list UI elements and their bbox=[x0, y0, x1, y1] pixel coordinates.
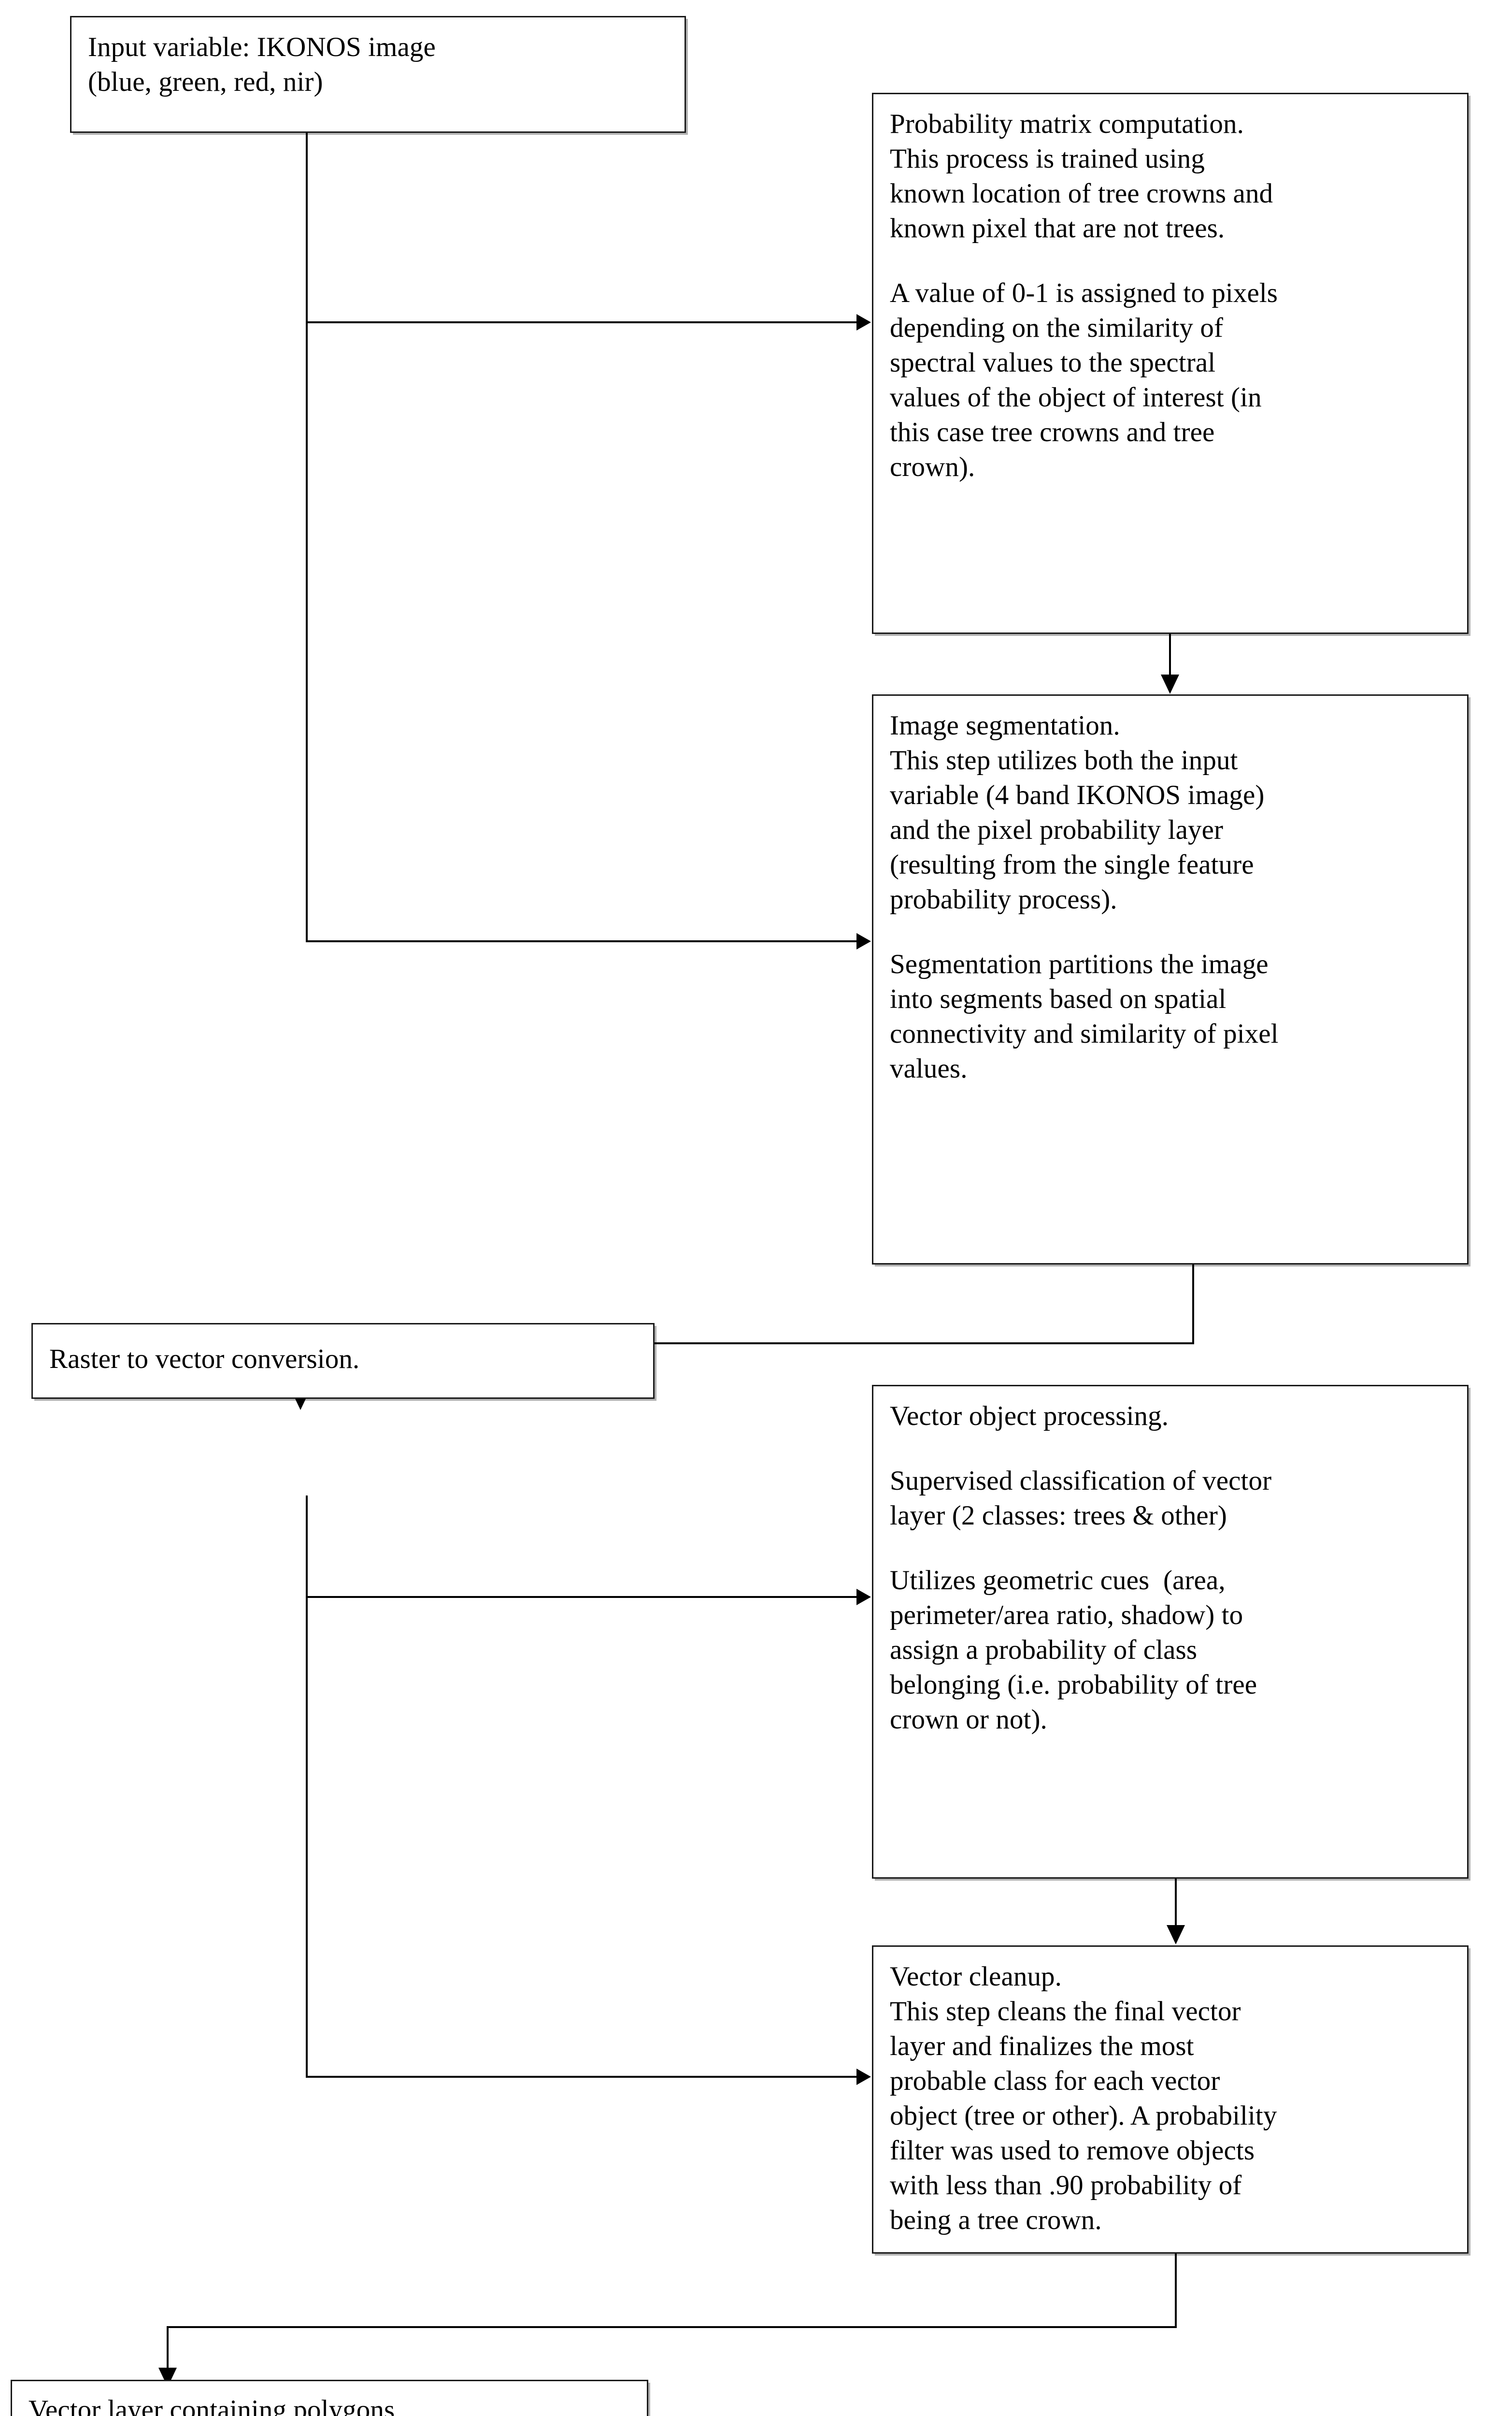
segmentation-p1-l3: and the pixel probability layer bbox=[890, 815, 1224, 845]
connector-input-spine-vertical bbox=[306, 133, 308, 942]
segmentation-p2-l1: Segmentation partitions the image bbox=[890, 949, 1269, 979]
vectorproc-gap-2 bbox=[890, 1533, 1453, 1563]
node-vector-cleanup[interactable]: Vector cleanup. This step cleans the fin… bbox=[872, 1945, 1469, 2254]
cleanup-p1-l5: filter was used to remove objects bbox=[890, 2135, 1255, 2166]
segmentation-heading-period: . bbox=[1113, 710, 1120, 741]
arrowhead-to-cleanup bbox=[856, 2069, 871, 2085]
probability-p2-l6: crown). bbox=[890, 452, 975, 482]
cleanup-p1-l7: being a tree crown. bbox=[890, 2205, 1102, 2235]
connector-probability-to-segmentation bbox=[1169, 632, 1171, 683]
segmentation-heading: Image segmentation. bbox=[890, 708, 1453, 743]
arrowhead-to-probability bbox=[856, 314, 871, 331]
probability-p1-l3: known pixel that are not trees. bbox=[890, 213, 1225, 244]
probability-heading: Probability matrix computation. bbox=[890, 107, 1453, 142]
probability-p2-l5: this case tree crowns and tree bbox=[890, 417, 1215, 447]
node-vector-object-processing[interactable]: Vector object processing. Supervised cla… bbox=[872, 1385, 1469, 1879]
arrowhead-probability-to-segmentation bbox=[1161, 675, 1179, 694]
connector-segmentation-elbow-horizontal bbox=[300, 1342, 1194, 1344]
cleanup-heading-period: . bbox=[1055, 1961, 1062, 1992]
node-probability-matrix-computation[interactable]: Probability matrix computation. This pro… bbox=[872, 93, 1469, 634]
connector-input-to-segmentation bbox=[306, 940, 856, 942]
connector-segmentation-elbow-vertical bbox=[1192, 1264, 1194, 1343]
cleanup-heading-text: Vector cleanup bbox=[890, 1961, 1055, 1992]
connector-raster-to-cleanup bbox=[306, 2076, 856, 2078]
connector-input-to-probability bbox=[306, 321, 856, 323]
connector-vectorproc-to-cleanup bbox=[1175, 1878, 1177, 1933]
probability-p2-l2: depending on the similarity of bbox=[890, 313, 1224, 343]
cleanup-p1-l2: layer and finalizes the most bbox=[890, 2031, 1194, 2061]
connector-raster-spine-vertical bbox=[306, 1496, 308, 2078]
probability-heading-period: . bbox=[1237, 109, 1244, 139]
node-output-vector-layer[interactable]: Vector layer containing polygons represe… bbox=[11, 2380, 648, 2416]
raster-line-1: Raster to vector conversion. bbox=[49, 1344, 360, 1374]
probability-p2-l1: A value of 0-1 is assigned to pixels bbox=[890, 278, 1278, 308]
connector-raster-to-vectorproc bbox=[306, 1596, 856, 1598]
cleanup-p1-l1: This step cleans the final vector bbox=[890, 1996, 1241, 2027]
vectorproc-gap-1 bbox=[890, 1434, 1453, 1464]
cleanup-p1-l3: probable class for each vector bbox=[890, 2066, 1220, 2096]
cleanup-heading: Vector cleanup. bbox=[890, 1959, 1453, 1994]
segmentation-p2-l4: values. bbox=[890, 1053, 968, 1084]
vectorproc-heading-text: Vector object processing bbox=[890, 1401, 1162, 1431]
segmentation-p1-l5: probability process). bbox=[890, 884, 1117, 915]
vectorproc-p2-l5: crown or not). bbox=[890, 1704, 1047, 1735]
probability-p2-l3: spectral values to the spectral bbox=[890, 347, 1216, 378]
connector-cleanup-elbow-horizontal bbox=[167, 2326, 1177, 2328]
segmentation-p1-l4: (resulting from the single feature bbox=[890, 849, 1254, 880]
vectorproc-heading-period: . bbox=[1161, 1401, 1169, 1431]
segmentation-p2-l2: into segments based on spatial bbox=[890, 984, 1227, 1014]
vectorproc-p1-l2: layer (2 classes: trees & other) bbox=[890, 1500, 1227, 1531]
cleanup-p1-l6: with less than .90 probability of bbox=[890, 2170, 1242, 2200]
node-input-variable[interactable]: Input variable: IKONOS image (blue, gree… bbox=[70, 16, 686, 133]
segmentation-p2-l3: connectivity and similarity of pixel bbox=[890, 1019, 1279, 1049]
vectorproc-p2-l2: perimeter/area ratio, shadow) to bbox=[890, 1600, 1243, 1630]
probability-p2-l4: values of the object of interest (in bbox=[890, 382, 1262, 413]
segmentation-p1-l2: variable (4 band IKONOS image) bbox=[890, 780, 1265, 810]
connector-elbow-down-to-output bbox=[167, 2326, 169, 2379]
output-line-1: Vector layer containing polygons bbox=[29, 2395, 395, 2416]
probability-paragraph-gap bbox=[890, 246, 1453, 276]
vectorproc-p2-l1: Utilizes geometric cues (area, bbox=[890, 1565, 1226, 1596]
probability-p1-l2: known location of tree crowns and bbox=[890, 178, 1273, 209]
probability-p1-l1: This process is trained using bbox=[890, 144, 1205, 174]
input-line-1: Input variable: IKONOS image bbox=[88, 32, 436, 62]
arrowhead-to-segmentation bbox=[856, 933, 871, 949]
node-raster-to-vector-conversion[interactable]: Raster to vector conversion. bbox=[31, 1323, 655, 1399]
cleanup-p1-l4: object (tree or other). A probability bbox=[890, 2100, 1277, 2131]
vectorproc-p1-l1: Supervised classification of vector bbox=[890, 1466, 1272, 1496]
segmentation-paragraph-gap bbox=[890, 917, 1453, 947]
probability-heading-text: Probability matrix computation bbox=[890, 109, 1237, 139]
connector-cleanup-elbow-vertical bbox=[1175, 2253, 1177, 2327]
vectorproc-heading: Vector object processing. bbox=[890, 1399, 1453, 1434]
vectorproc-p2-l4: belonging (i.e. probability of tree bbox=[890, 1669, 1257, 1700]
arrowhead-vectorproc-to-cleanup bbox=[1167, 1925, 1185, 1944]
arrowhead-to-vectorproc bbox=[856, 1589, 871, 1605]
segmentation-p1-l1: This step utilizes both the input bbox=[890, 745, 1238, 776]
vectorproc-p2-l3: assign a probability of class bbox=[890, 1635, 1198, 1665]
input-line-2: (blue, green, red, nir) bbox=[88, 67, 323, 97]
segmentation-heading-text: Image segmentation bbox=[890, 710, 1113, 741]
node-image-segmentation[interactable]: Image segmentation. This step utilizes b… bbox=[872, 694, 1469, 1265]
